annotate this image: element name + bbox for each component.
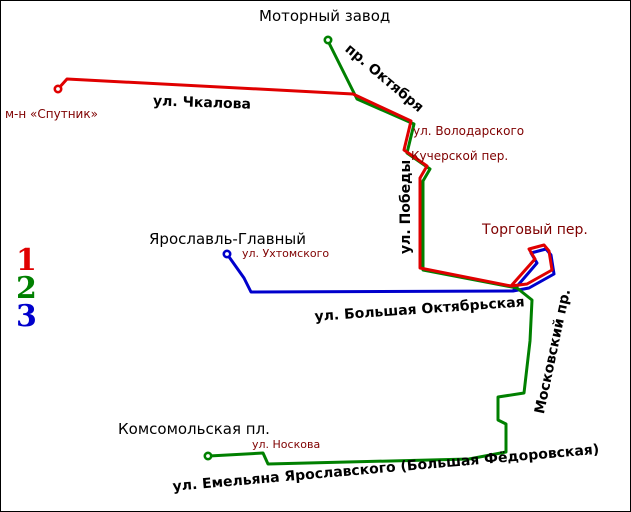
route-1-line: [56, 77, 554, 288]
legend-route-1: 1: [16, 243, 37, 278]
label-stop-sputnik: м-н «Спутник»: [5, 107, 98, 121]
terminus-dot-sputnik: [53, 84, 63, 94]
legend-route-2: 2: [16, 271, 37, 306]
label-stop-noskova: ул. Носкова: [252, 438, 321, 451]
label-terminus-motorny-zavod: Моторный завод: [259, 7, 391, 25]
label-terminus-komsomolskaya: Комсомольская пл.: [118, 420, 270, 438]
label-stop-torgovy: Торговый пер.: [482, 222, 588, 238]
label-stop-volodarskogo: ул. Володарского: [413, 124, 525, 138]
terminus-dot-komsomolskaya: [203, 451, 213, 461]
label-street-chkalova: ул. Чкалова: [152, 93, 252, 113]
terminus-dot-glavny: [222, 249, 232, 259]
label-stop-kucherskoy: Кучерской пер.: [411, 149, 509, 163]
route-legend: 1 2 3: [16, 243, 37, 334]
label-street-pobedy: ул. Победы: [398, 159, 414, 254]
legend-route-3: 3: [16, 299, 37, 334]
label-stop-ukhtomskogo: ул. Ухтомского: [242, 247, 330, 260]
terminus-dot-motorny: [323, 35, 333, 45]
label-terminus-yaroslavl-glavny: Ярославль-Главный: [149, 230, 306, 248]
